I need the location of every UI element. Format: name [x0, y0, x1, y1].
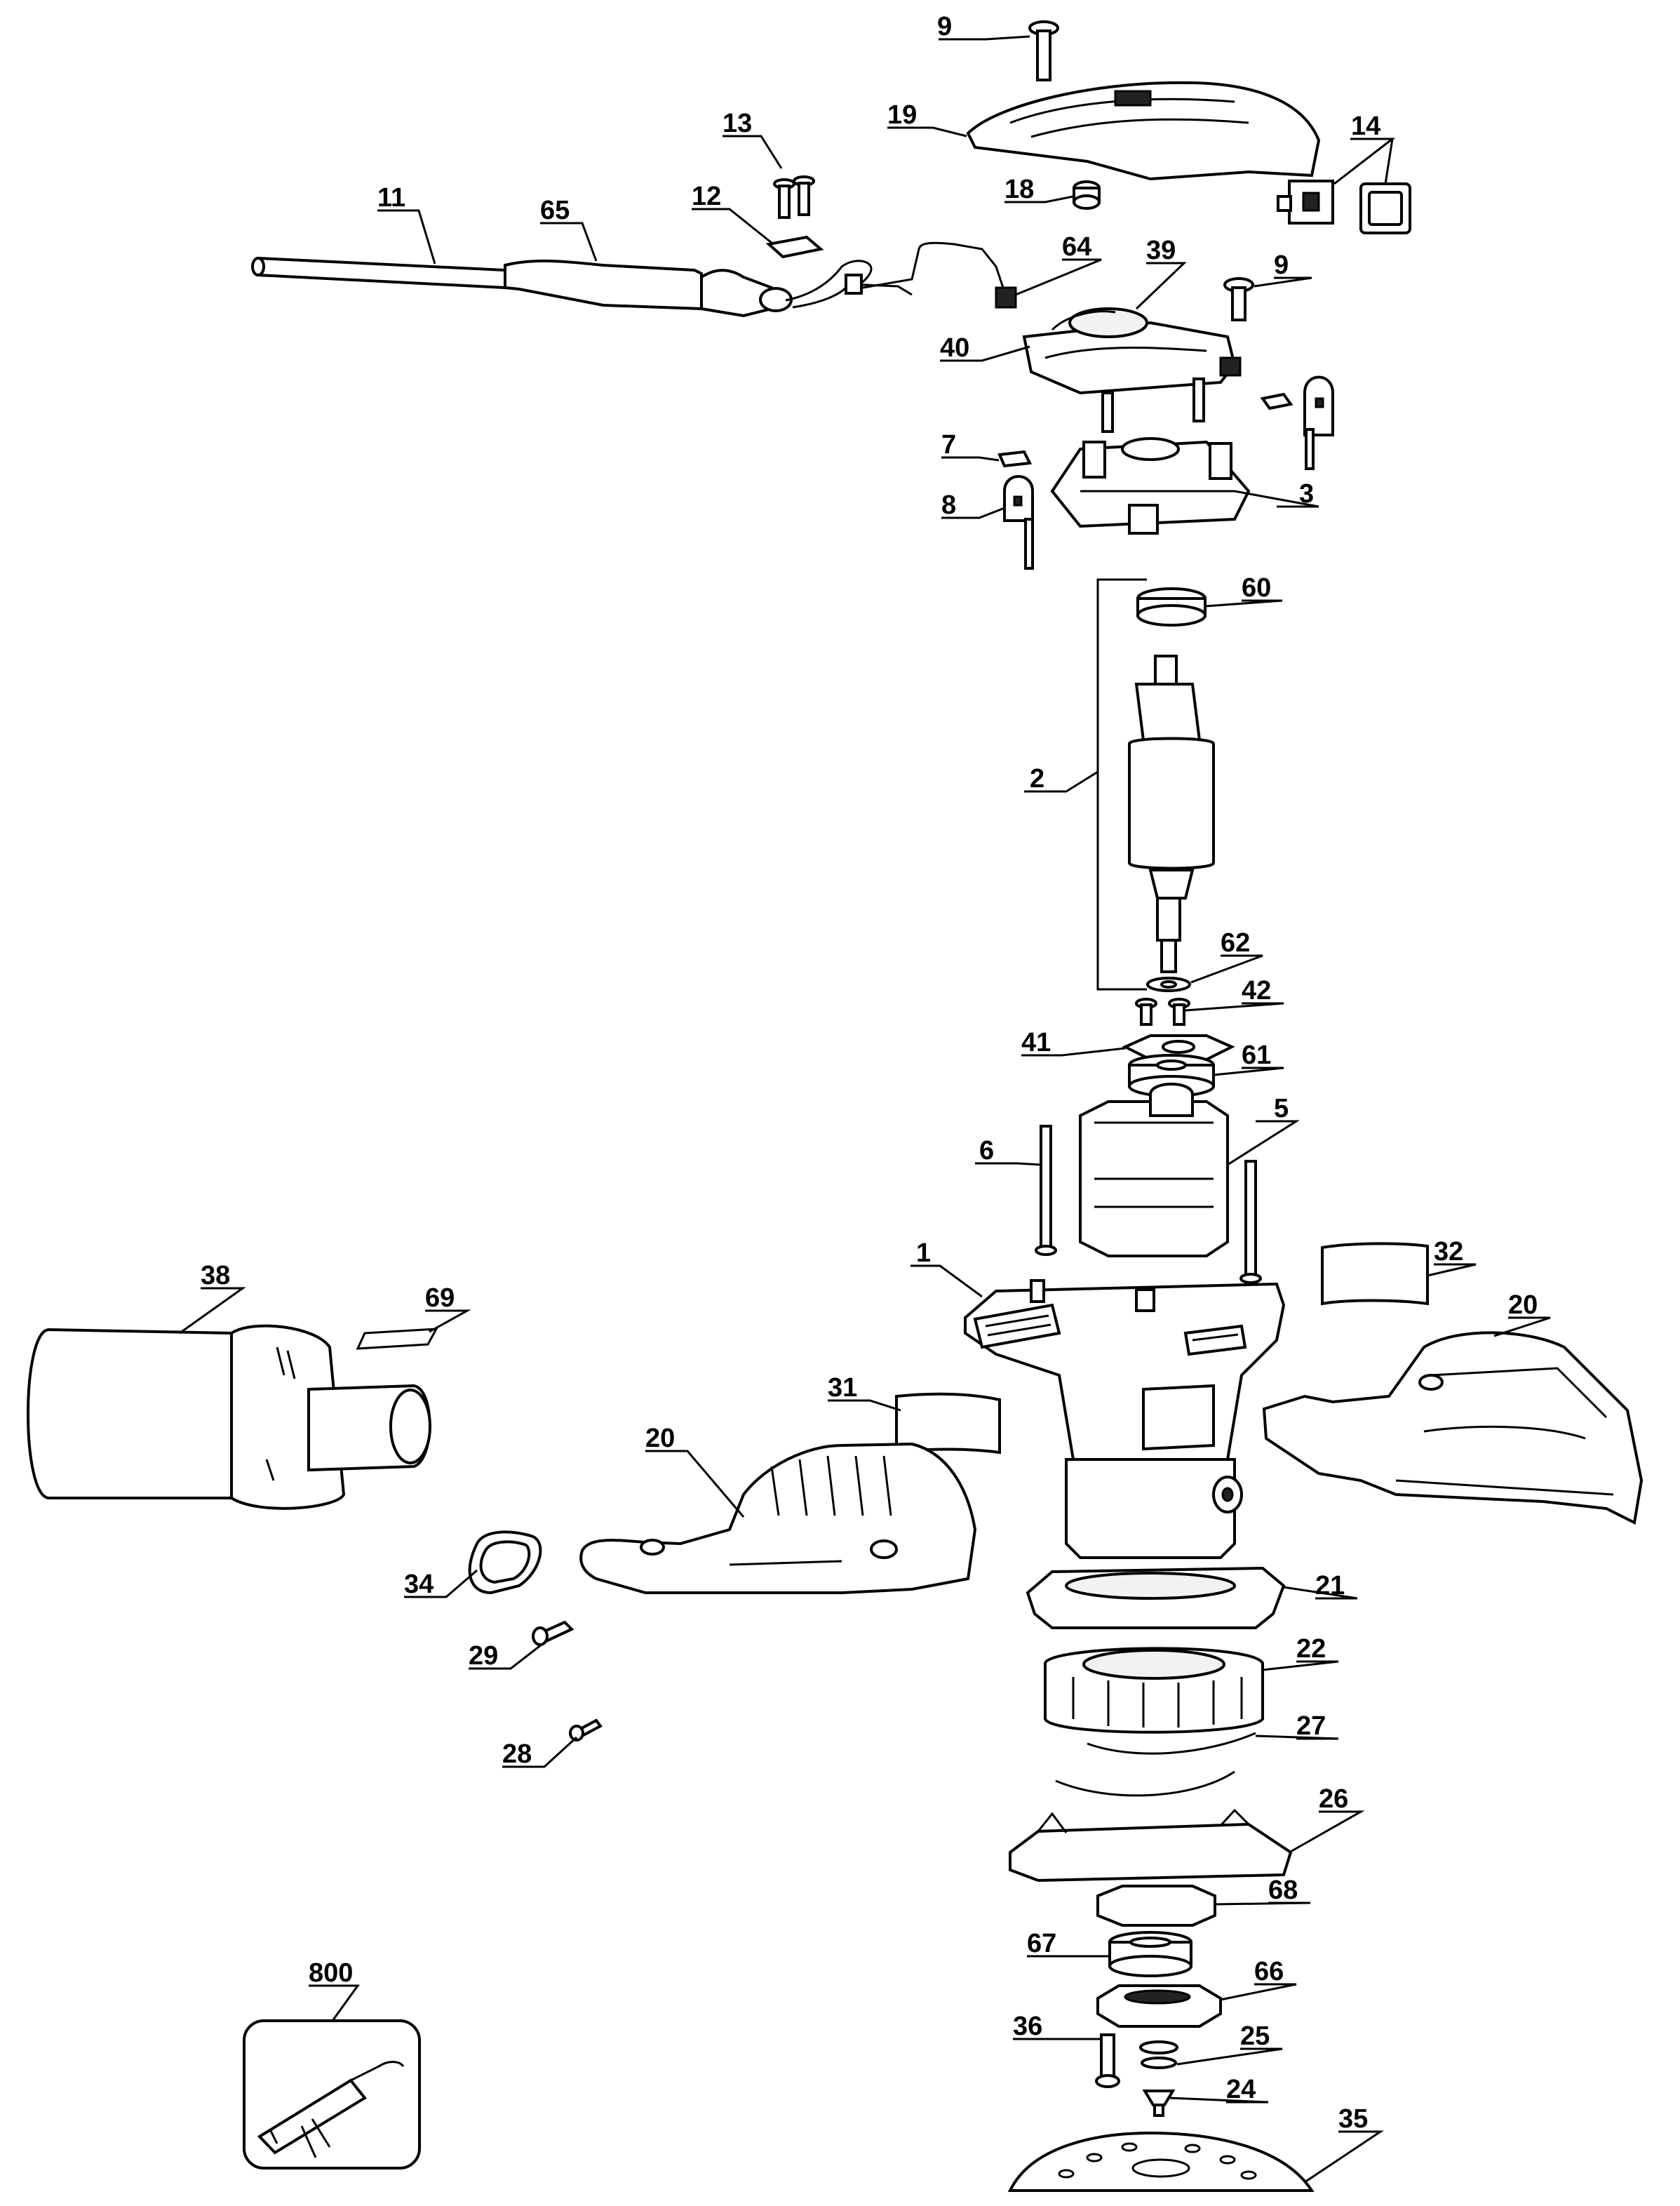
switch-14: [1277, 180, 1411, 234]
part-label: 5: [1274, 1094, 1289, 1123]
housing-half-20-right: [1262, 1331, 1644, 1525]
part-label: 21: [1315, 1571, 1345, 1600]
part-label: 39: [1146, 236, 1176, 265]
housing-half-20-left: [579, 1442, 977, 1594]
sanding-pad-28: [1007, 2131, 1315, 2192]
wire-harness: [785, 241, 1004, 309]
washers-25: [1139, 2040, 1178, 2069]
brush-7: [997, 450, 1033, 468]
label-69: [356, 1328, 438, 1350]
armature-group-bracket: [1096, 578, 1147, 991]
top-cover-19: [966, 81, 1321, 181]
part-label: 42: [1242, 976, 1271, 1005]
screw-24: [1142, 2090, 1176, 2117]
screw-9-right: [1223, 277, 1254, 321]
nut-68: [1096, 1885, 1216, 1927]
retainer-41: [1122, 1034, 1235, 1061]
armature: [1128, 655, 1215, 973]
part-label: 36: [1013, 2012, 1042, 2041]
part-labels: 9 19 13 12 14 18 11 65 64 39 9 40 7 3 8 …: [201, 12, 1538, 2134]
washer-62: [1146, 977, 1191, 992]
part-label: 61: [1242, 1041, 1271, 1070]
part-label: 40: [940, 333, 969, 363]
end-bracket-3: [1050, 437, 1251, 535]
screw-31: [569, 1718, 603, 1742]
part-label: 29: [469, 1641, 498, 1671]
brush-holder-8: [1003, 475, 1034, 570]
part-label: 28: [502, 1739, 532, 1769]
part-label: 20: [645, 1424, 675, 1453]
part-label: 13: [723, 109, 752, 138]
part-label: 35: [1338, 2104, 1368, 2134]
part-label: 66: [1254, 1957, 1284, 1986]
ring-21: [1026, 1566, 1286, 1629]
flange-66: [1096, 1984, 1222, 2028]
fan-22: [1044, 1647, 1264, 1734]
part-label: 14: [1351, 112, 1380, 141]
part-label: 41: [1021, 1028, 1051, 1057]
part-label: 34: [404, 1570, 434, 1599]
connector-64: [995, 286, 1017, 309]
part-label: 62: [1221, 928, 1250, 958]
part-label: 18: [1004, 175, 1034, 204]
part-label: 68: [1268, 1876, 1298, 1905]
part-label: 2: [1030, 764, 1044, 794]
dust-canister-38: [27, 1324, 431, 1510]
part-label: 12: [692, 182, 721, 211]
part-label: 800: [309, 1958, 353, 1988]
part-label: 9: [937, 12, 952, 41]
bearing-60: [1136, 587, 1207, 627]
part-label: 11: [377, 183, 405, 213]
gasket-36: [468, 1530, 542, 1595]
seal-27: [1055, 1732, 1256, 1797]
part-label: 7: [941, 430, 956, 460]
bearing-67: [1108, 1931, 1192, 1977]
motor-housing-1: [964, 1279, 1286, 1559]
base-plate-26: [1009, 1808, 1293, 1883]
screw-29: [1095, 2033, 1120, 2088]
brush-holder-right: [1260, 375, 1334, 470]
leader-lines: [179, 35, 1551, 2184]
part-label: 6: [979, 1136, 994, 1165]
part-label: 65: [540, 196, 570, 225]
part-label: 64: [1062, 232, 1091, 262]
part-label: 60: [1242, 573, 1271, 603]
screw-32: [532, 1620, 574, 1646]
part-label: 20: [1508, 1290, 1538, 1320]
part-label: 32: [1434, 1237, 1463, 1266]
clamp-12: [765, 235, 824, 259]
screw-9-top: [1028, 20, 1059, 81]
part-label: 27: [1296, 1711, 1326, 1741]
part-18: [1073, 180, 1101, 210]
part-label: 3: [1299, 479, 1314, 509]
part-label: 25: [1240, 2021, 1270, 2051]
strain-relief-65: [504, 259, 793, 318]
part-label: 69: [425, 1283, 455, 1313]
part-label: 24: [1226, 2075, 1256, 2104]
part-label: 26: [1319, 1784, 1348, 1814]
part-label: 1: [916, 1238, 931, 1268]
field-5: [1079, 1083, 1229, 1257]
part-label: 31: [828, 1373, 857, 1403]
part-label: 19: [887, 100, 917, 130]
label-35: [1321, 1242, 1429, 1306]
screws-42: [1135, 998, 1190, 1026]
power-cord-11: [251, 256, 506, 290]
part-label: 8: [941, 490, 956, 520]
inset-800: [243, 2019, 421, 2170]
switch-assembly-39-40: [1022, 307, 1242, 433]
part-label: 22: [1296, 1634, 1326, 1664]
screws-13: [773, 175, 815, 219]
part-label: 67: [1027, 1929, 1056, 1958]
long-screws-6: [1035, 1125, 1262, 1284]
part-label: 38: [201, 1261, 230, 1290]
part-label: 9: [1274, 250, 1289, 280]
